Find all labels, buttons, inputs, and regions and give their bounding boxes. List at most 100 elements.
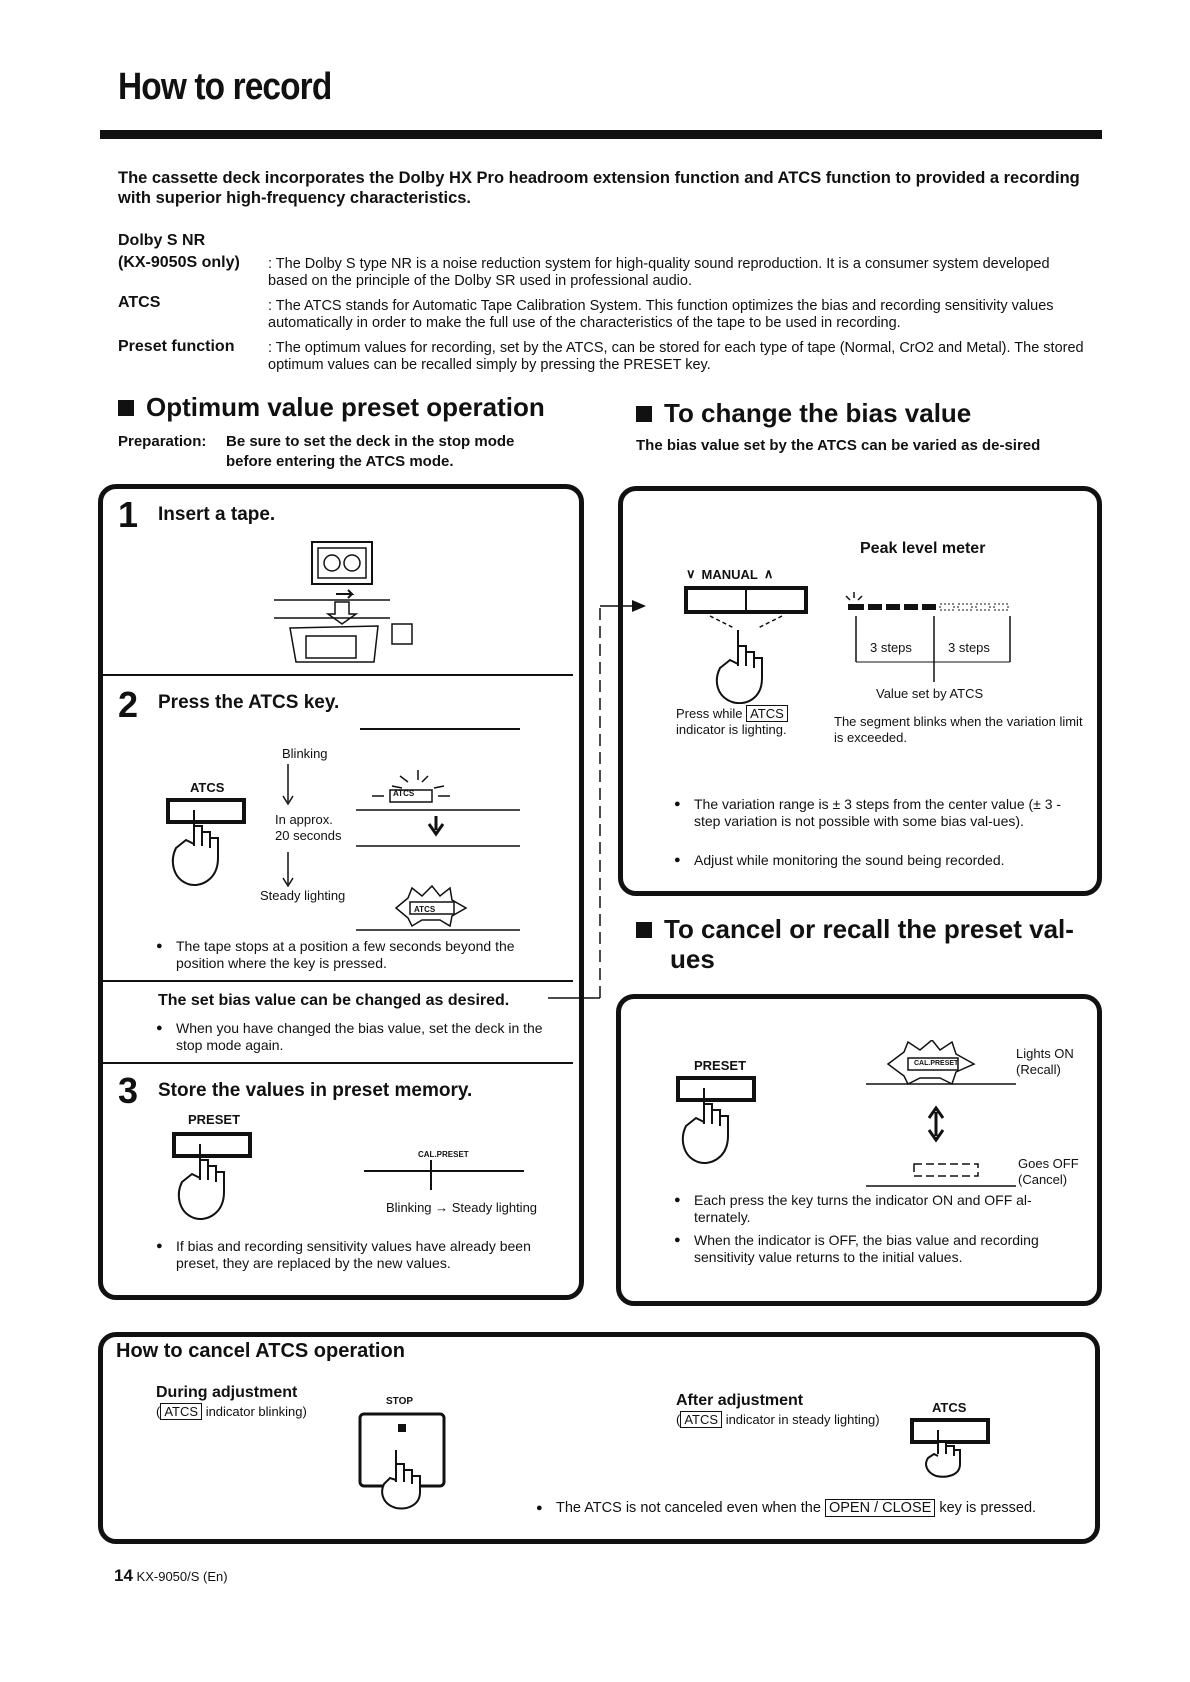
def-text-preset: : The optimum values for recording, set … — [268, 340, 1084, 373]
page-title: How to record — [118, 66, 332, 108]
blinking-label: Blinking — [282, 746, 328, 761]
square-bullet-icon — [636, 405, 652, 422]
page-footer: 14 KX-9050/S (En) — [114, 1566, 228, 1586]
bottom-note: The ATCS is not canceled even when the O… — [536, 1499, 1076, 1517]
intro-paragraph: The cassette deck incorporates the Dolby… — [118, 169, 1080, 207]
hand-press-stop-icon — [358, 1412, 446, 1510]
hand-press-preset-right-icon — [676, 1076, 756, 1164]
step3-title: Store the values in preset memory. — [158, 1080, 473, 1101]
chevron-up-icon: ∧ — [763, 566, 774, 581]
step-divider-3 — [103, 1062, 573, 1064]
def-text-atcs: : The ATCS stands for Automatic Tape Cal… — [268, 298, 1054, 331]
atcs-key-label: ATCS — [190, 780, 225, 795]
page-number: 14 — [114, 1566, 133, 1585]
steps-right-label: 3 steps — [948, 640, 990, 655]
preset-key-label-right: PRESET — [694, 1058, 747, 1073]
bias-subtitle: The bias value set by the ATCS can be va… — [636, 437, 1041, 454]
prep-text-1: Be sure to set the deck in the stop mode — [226, 433, 515, 450]
heading-optimum: Optimum value preset operation — [118, 392, 545, 423]
step-divider-1 — [103, 674, 573, 676]
def-text-dolby: : The Dolby S type NR is a noise reducti… — [268, 256, 1050, 289]
peak-level-meter-illustration — [845, 592, 1011, 682]
step1-title: Insert a tape. — [158, 504, 276, 525]
cal-preset-line — [364, 1170, 524, 1172]
hand-press-preset-icon — [172, 1132, 252, 1220]
model-code: KX-9050/S (En) — [136, 1569, 228, 1584]
bottom-note-pre: The ATCS is not canceled even when the — [556, 1500, 821, 1516]
hand-press-manual-icon — [684, 586, 808, 704]
atcs-steady-indicator — [356, 884, 520, 931]
step1-number: 1 — [118, 494, 139, 535]
press-while-text-2: indicator is lighting. — [676, 722, 787, 737]
peak-level-meter-title: Peak level meter — [860, 540, 986, 557]
square-bullet-icon — [636, 921, 652, 938]
value-set-label: Value set by ATCS — [876, 686, 984, 701]
open-close-key: OPEN / CLOSE — [824, 1499, 936, 1517]
goes-off-cancel: (Cancel) — [1018, 1172, 1068, 1187]
lights-on-label: Lights ON — [1016, 1046, 1074, 1061]
press-while-1: Press while — [676, 706, 743, 721]
cal-preset-text-right: CAL.PRESET — [914, 1060, 959, 1067]
bias-bullet-1: The variation range is ± 3 steps from th… — [674, 796, 1084, 830]
heading-bias-text: To change the bias value — [664, 398, 972, 428]
stop-key-label: STOP — [386, 1396, 414, 1407]
after-text: indicator in steady lighting) — [725, 1412, 880, 1427]
tape-insert-illustration — [274, 541, 413, 663]
step3-number: 3 — [118, 1070, 139, 1111]
note-bullet: When you have changed the bias value, se… — [156, 1020, 566, 1054]
after-atcs-key: ATCS — [680, 1411, 723, 1428]
bottom-note-post: key is pressed. — [939, 1500, 1037, 1516]
steady-label: Steady lighting — [260, 888, 346, 903]
bias-bullet-2: Adjust while monitoring the sound being … — [674, 852, 1084, 869]
note-title: The set bias value can be changed as des… — [158, 992, 510, 1009]
after-adjustment-note: (ATCS indicator in steady lighting) — [676, 1411, 880, 1428]
approx-label-1: In approx. — [275, 812, 333, 827]
step2-title-underline — [360, 728, 520, 730]
step3-transition: Blinking → Steady lighting — [386, 1200, 538, 1215]
press-while-text: Press while ATCS — [676, 705, 788, 722]
cancel-bullet-2: When the indicator is OFF, the bias valu… — [674, 1232, 1084, 1266]
def-term-preset: Preset function — [118, 338, 235, 355]
step2-title: Press the ATCS key. — [158, 692, 340, 713]
atcs-key-inline: ATCS — [746, 705, 788, 722]
hand-press-atcs-icon — [166, 798, 246, 886]
prep-label: Preparation: — [118, 433, 207, 450]
bias-box — [618, 486, 1102, 896]
step2-bullet: The tape stops at a position a few secon… — [156, 938, 566, 972]
left-steps-box — [98, 484, 584, 1300]
cal-preset-indicator-text: CAL.PRESET — [418, 1150, 469, 1159]
during-atcs-key: ATCS — [160, 1403, 203, 1420]
atcs-blinking-indicator — [356, 770, 520, 847]
after-adjustment-title: After adjustment — [676, 1392, 804, 1409]
manual-label: MANUAL — [701, 566, 758, 582]
during-adjustment-title: During adjustment — [156, 1384, 298, 1401]
step-divider-2 — [103, 980, 573, 982]
during-text: indicator blinking) — [205, 1404, 307, 1419]
heading-cancel-text-1: To cancel or recall the preset val- — [664, 914, 1074, 944]
heading-optimum-text: Optimum value preset operation — [146, 392, 545, 422]
heading-bias: To change the bias value — [636, 398, 971, 429]
cal-preset-pointer — [430, 1160, 432, 1190]
segment-note: The segment blinks when the variation li… — [834, 714, 1083, 745]
atcs-key-label-bottom: ATCS — [932, 1400, 967, 1415]
approx-label-2: 20 seconds — [275, 828, 342, 843]
def-term-dolby: Dolby S NR — [118, 232, 206, 249]
step2-number: 2 — [118, 684, 139, 725]
steps-left-label: 3 steps — [870, 640, 912, 655]
cal-preset-on-off-illustration — [866, 1040, 1016, 1187]
cancel-atcs-title: How to cancel ATCS operation — [116, 1340, 405, 1362]
prep-text-2: before entering the ATCS mode. — [226, 453, 454, 470]
atcs-indicator-text: ATCS — [393, 789, 415, 798]
title-rule — [100, 130, 1102, 139]
cancel-recall-box — [616, 994, 1102, 1306]
hand-press-atcs-bottom-icon — [910, 1418, 990, 1478]
cancel-atcs-box — [98, 1332, 1100, 1544]
step2-arrows — [282, 764, 294, 888]
cancel-bullet-1: Each press the key turns the indicator O… — [674, 1192, 1084, 1226]
def-term-atcs: ATCS — [118, 294, 161, 311]
goes-off-label: Goes OFF — [1018, 1156, 1079, 1171]
heading-cancel-recall: To cancel or recall the preset val- — [636, 914, 1074, 945]
square-bullet-icon — [118, 399, 134, 416]
lights-on-recall: (Recall) — [1016, 1062, 1061, 1077]
def-term-dolby-model: (KX-9050S only) — [118, 254, 240, 271]
